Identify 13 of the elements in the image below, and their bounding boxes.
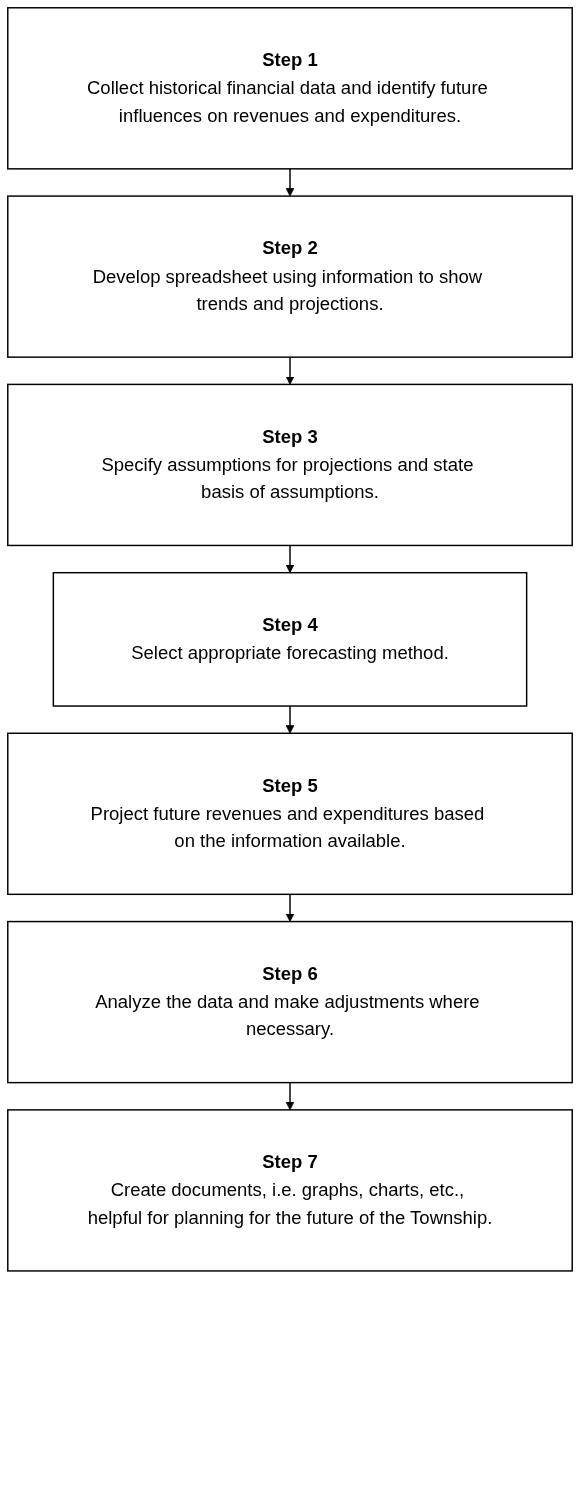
node-box: Step 5 Project future revenues and expenditures based on the information available.: [7, 732, 573, 896]
arrow: [285, 356, 295, 385]
arrow: [285, 168, 295, 197]
node-box: Step 4 Select appropriate forecasting method.: [52, 571, 528, 707]
arrow: [285, 705, 295, 734]
node-box: Step 6 Analyze the data and make adjustments where necessary.: [7, 920, 573, 1084]
node-box: Step 3 Specify assumptions for projections and state basis of assumptions.: [7, 383, 573, 547]
node-box: Step 7 Create documents, i.e. graphs, charts, etc., helpful for planning for the future of the Township.: [7, 1109, 573, 1272]
arrow: [285, 893, 295, 922]
node-box: Step 2 Develop spreadsheet using information to show trends and projections.: [7, 195, 573, 358]
node-box: Step 1 Collect historical financial data and identify future influences on revenues and expenditures.: [7, 7, 573, 170]
arrow: [285, 1081, 295, 1111]
arrow: [285, 544, 295, 574]
